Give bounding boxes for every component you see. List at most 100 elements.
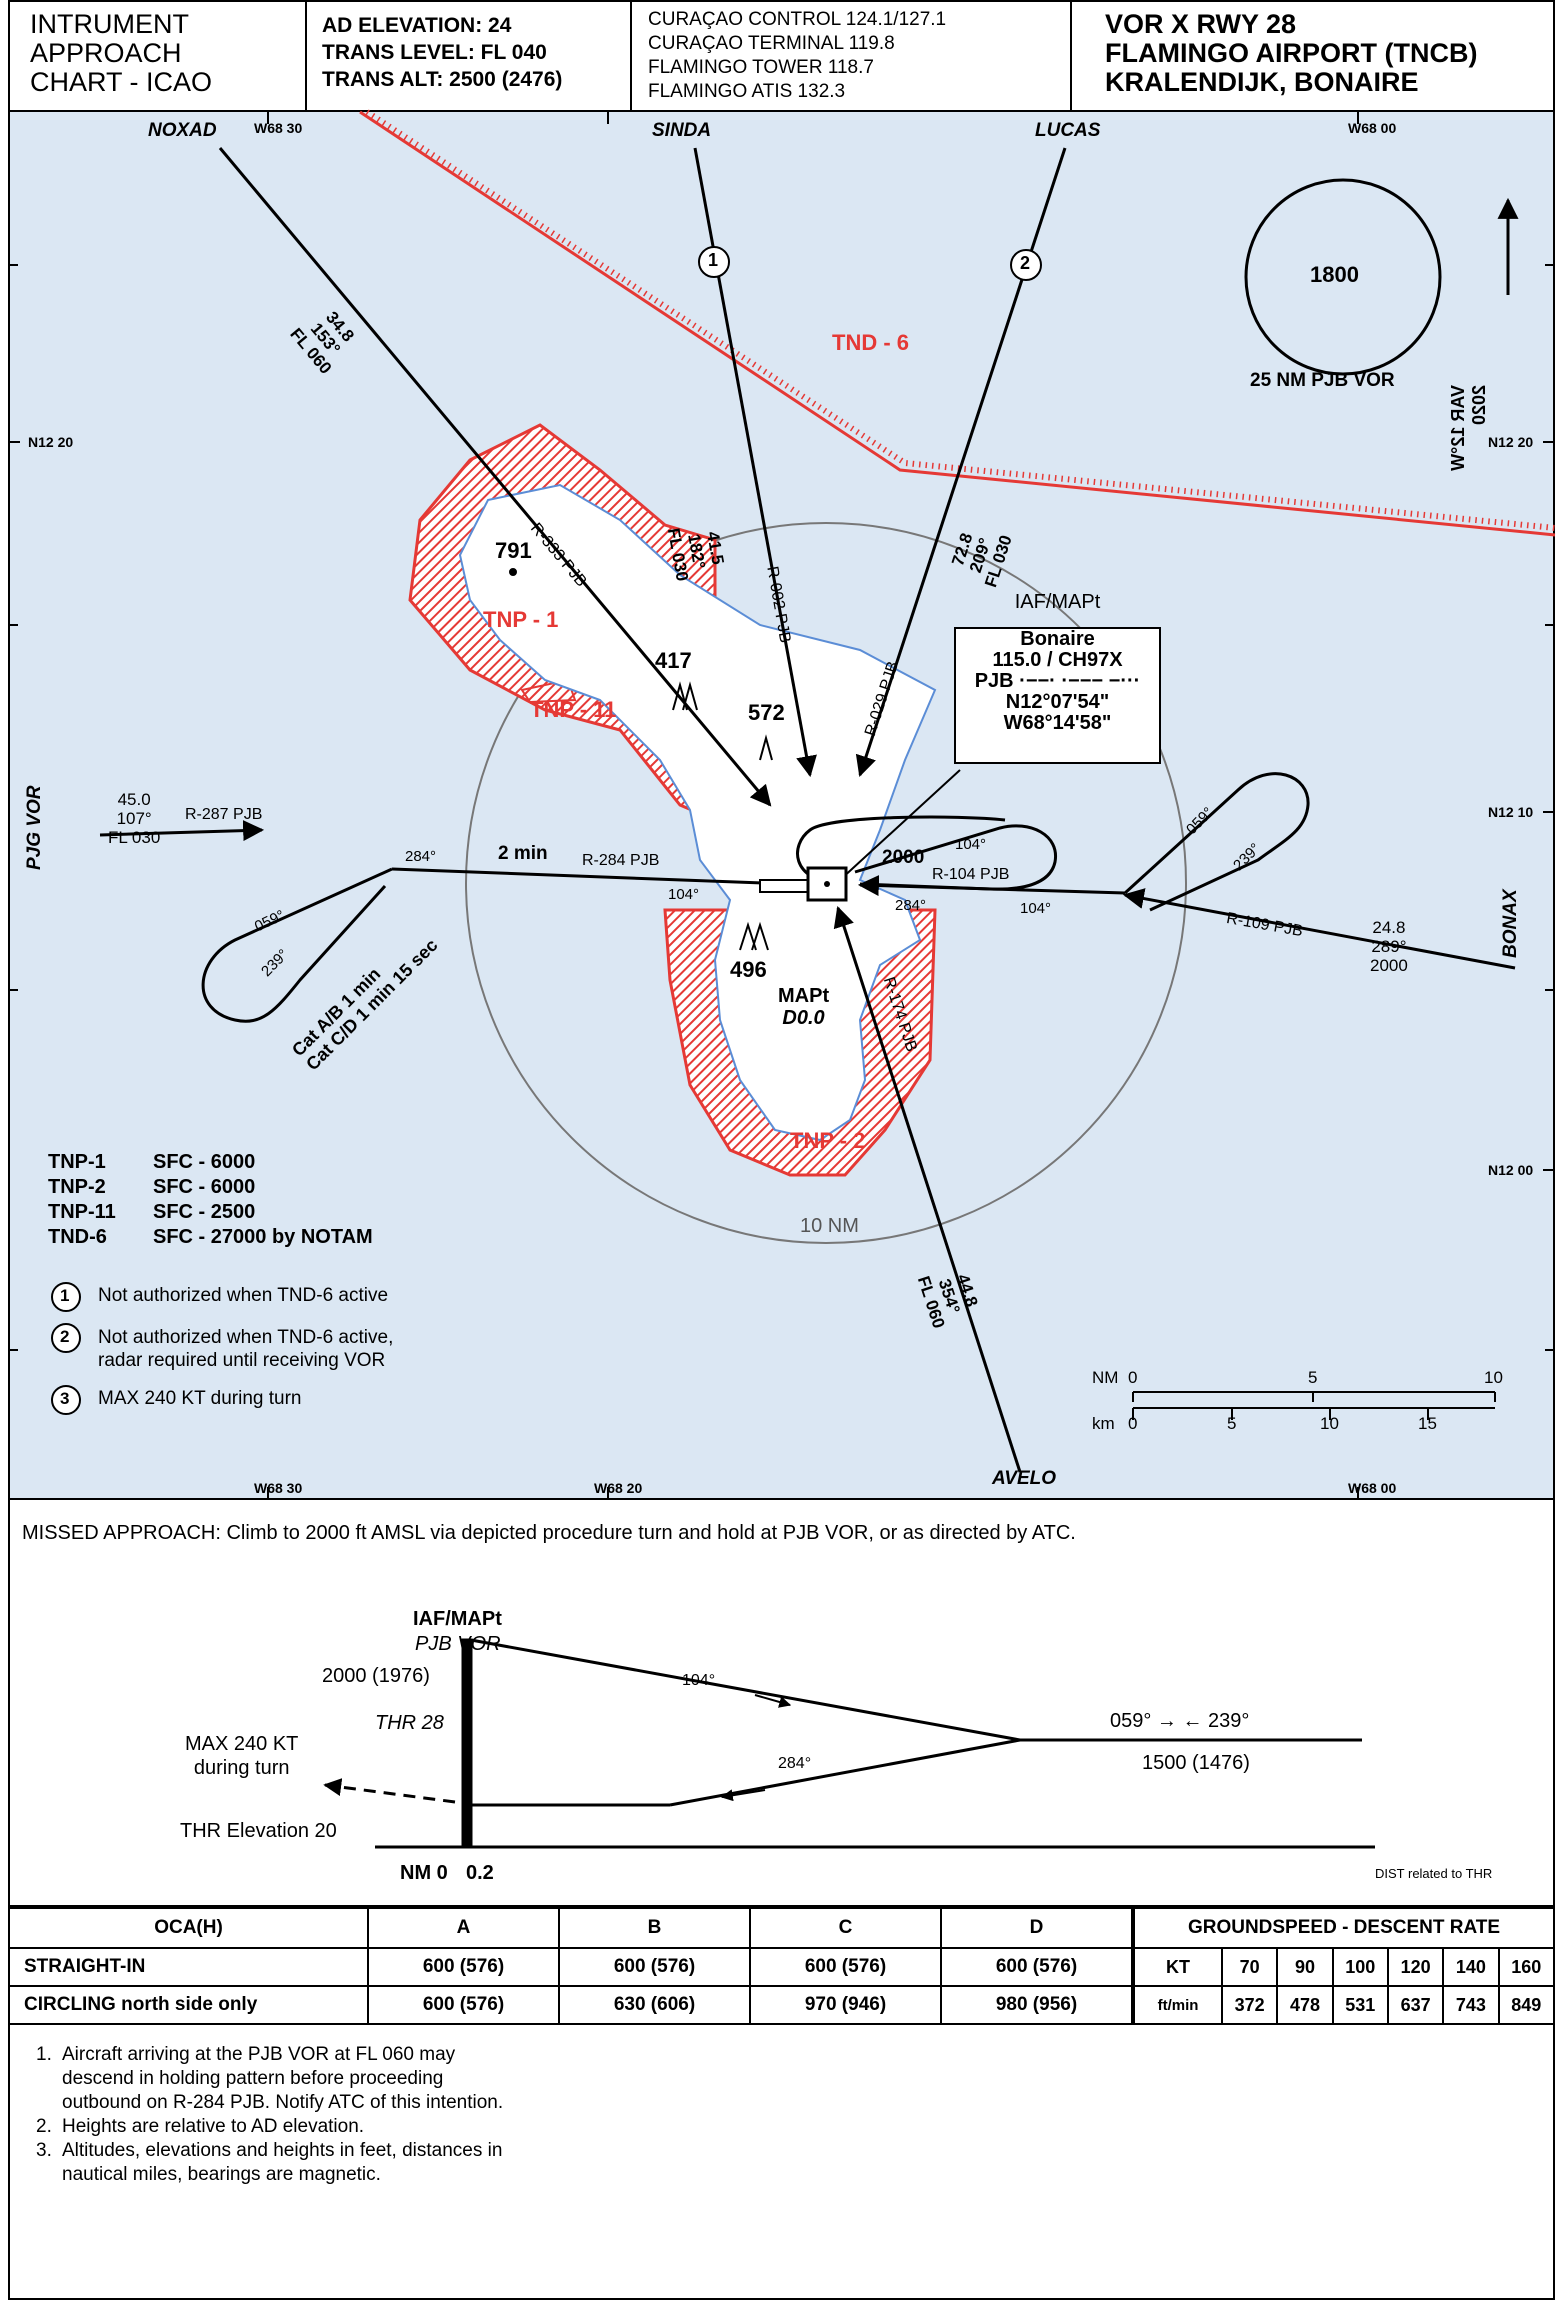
procedure-title: VOR X RWY 28 FLAMINGO AIRPORT (TNCB) KRA… xyxy=(1105,9,1478,97)
obstacle-elevation: 572 xyxy=(748,700,785,725)
route-avelo xyxy=(833,906,1022,1473)
scale-tick: 5 xyxy=(1227,1414,1237,1433)
course-label: 104° xyxy=(1020,900,1052,917)
scale-label: km xyxy=(1092,1414,1115,1433)
profile-course: 104° xyxy=(682,1672,716,1689)
oca-header: A xyxy=(367,1907,560,1949)
route-noxad xyxy=(218,147,772,807)
msa-altitude: 1800 xyxy=(1310,262,1359,287)
bonax-route-label: 24.8 289° 2000 xyxy=(1370,918,1408,975)
scale-tick: 0 xyxy=(1128,1414,1138,1433)
radial-label: R-284 PJB xyxy=(582,852,660,869)
header-divider xyxy=(630,0,632,112)
magnetic-variation: VAR 12°W 2020 xyxy=(1448,385,1489,471)
footnotes-panel xyxy=(8,2025,1555,2300)
missed-approach-text: MISSED APPROACH: Climb to 2000 ft AMSL v… xyxy=(22,1522,1076,1544)
profile-hold-altitude: 1500 (1476) xyxy=(1142,1752,1250,1774)
course-label: 104° xyxy=(668,886,700,903)
note-text: Not authorized when TND-6 active xyxy=(98,1285,389,1306)
navaid-info: IAF/MAPt Bonaire 115.0 / CH97X PJB ·−−· … xyxy=(974,591,1141,734)
note-text: Not authorized when TND-6 active, radar … xyxy=(98,1327,394,1371)
procedure-turn-east xyxy=(854,824,1057,891)
footnotes: 1. Aircraft arriving at the PJB VOR at F… xyxy=(36,2043,503,2187)
sinda-route-label: 41.5 182° FL 030 xyxy=(663,526,728,583)
grid-label: W68 30 xyxy=(254,120,303,136)
profile-threshold-elevation: THR Elevation 20 xyxy=(180,1820,337,1842)
oca-table: OCA(H) A B C D STRAIGHT-IN 600 (576) 600… xyxy=(8,1907,1133,2025)
fix-sinda: SINDA xyxy=(652,120,712,141)
profile-drawing xyxy=(323,1638,1375,1849)
profile-dist-note: DIST related to THR xyxy=(1375,1866,1493,1881)
plan-view-drawing xyxy=(8,109,1556,1500)
oca-row: STRAIGHT-IN 600 (576) 600 (576) 600 (576… xyxy=(8,1947,1133,1987)
gs-title: GROUNDSPEED - DESCENT RATE xyxy=(1133,1907,1555,1949)
profile-distance: NM 0 xyxy=(400,1862,448,1884)
obstacle-elevation: 791 xyxy=(495,538,532,563)
grid-label: W68 00 xyxy=(1348,120,1397,136)
fix-lucas: LUCAS xyxy=(1035,120,1101,141)
note-marker: 2 xyxy=(1020,253,1031,273)
scale-tick: 10 xyxy=(1320,1414,1339,1433)
radial-label: R-104 PJB xyxy=(932,866,1010,883)
header-divider xyxy=(305,0,307,112)
profile-course: 284° xyxy=(778,1755,812,1772)
footnote-item: 3. Altitudes, elevations and heights in … xyxy=(36,2140,503,2185)
profile-max-speed: MAX 240 KT during turn xyxy=(185,1733,299,1779)
10nm-ring xyxy=(465,522,1187,1244)
oca-header: B xyxy=(558,1907,751,1949)
oca-header: D xyxy=(940,1907,1133,1949)
radial-label: R-287 PJB xyxy=(185,806,263,823)
navaid-leader xyxy=(839,769,961,881)
course-label: 284° xyxy=(895,897,927,914)
obstacle-elevation: 417 xyxy=(655,648,692,673)
note-number: 2 xyxy=(60,1327,70,1346)
profile-distance: 0.2 xyxy=(466,1862,494,1884)
oca-header: OCA(H) xyxy=(8,1907,369,1949)
area-tnp2: TNP - 2 xyxy=(790,1128,866,1153)
area-tnp1: TNP - 1 xyxy=(483,607,559,632)
footnote-item: 2. Heights are relative to AD elevation. xyxy=(36,2116,365,2137)
note-marker: 1 xyxy=(708,250,719,270)
grid-label: N12 20 xyxy=(28,434,74,450)
runway xyxy=(759,879,811,893)
vor-marker xyxy=(461,1638,473,1847)
morse-code: ·−−· ·−−− −··· xyxy=(1019,670,1141,692)
turn-altitude: 2000 xyxy=(882,847,925,868)
area-tnp11: TNP - 11 xyxy=(530,697,617,722)
hold-east xyxy=(1123,772,1310,912)
procedure-turn-west xyxy=(201,867,393,1023)
note-number: 1 xyxy=(60,1286,70,1305)
course-label: 104° xyxy=(955,836,987,853)
profile-iaf: IAF/MAPt xyxy=(413,1608,502,1630)
scale-tick: 15 xyxy=(1418,1414,1437,1433)
note-text: MAX 240 KT during turn xyxy=(98,1388,302,1409)
scale-bar xyxy=(1132,1391,1496,1420)
inbound-leg xyxy=(669,1738,1021,1807)
groundspeed-table: GROUNDSPEED - DESCENT RATE KT 70 90 100 … xyxy=(1133,1907,1556,2025)
navaid-box xyxy=(954,627,1161,764)
tnd6-boundary xyxy=(359,110,1556,537)
note-number: 3 xyxy=(60,1389,70,1408)
grid-label: W68 30 xyxy=(254,1480,303,1496)
course-label: 284° xyxy=(405,848,437,865)
gs-row: KT 70 90 100 120 140 160 xyxy=(1133,1947,1556,1987)
chart-header xyxy=(8,0,1555,112)
bonaire-island xyxy=(458,483,937,1142)
pjg-route-label: 45.0 107° FL 030 xyxy=(108,790,161,847)
graticule-ticks xyxy=(8,112,1555,1500)
profile-view xyxy=(8,1500,1555,1907)
grid-label: N12 00 xyxy=(1488,1162,1534,1178)
area-tnd6: TND - 6 xyxy=(832,330,909,355)
scale-tick: 5 xyxy=(1308,1368,1318,1387)
grid-label: N12 20 xyxy=(1488,434,1534,450)
aerodrome-info: AD ELEVATION: 24 TRANS LEVEL: FL 040 TRA… xyxy=(322,14,563,91)
mapt-label: MAPt D0.0 xyxy=(778,985,830,1029)
missed-approach-track xyxy=(796,815,1006,887)
scale-label: NM xyxy=(1092,1368,1119,1387)
fix-avelo: AVELO xyxy=(992,1468,1057,1489)
profile-vor: PJB VOR xyxy=(415,1633,501,1655)
frequencies: CURAÇAO CONTROL 124.1/127.1 CURAÇAO TERM… xyxy=(648,9,947,102)
obstacle-elevation: 496 xyxy=(730,957,767,982)
grid-label: W68 00 xyxy=(1348,1480,1397,1496)
